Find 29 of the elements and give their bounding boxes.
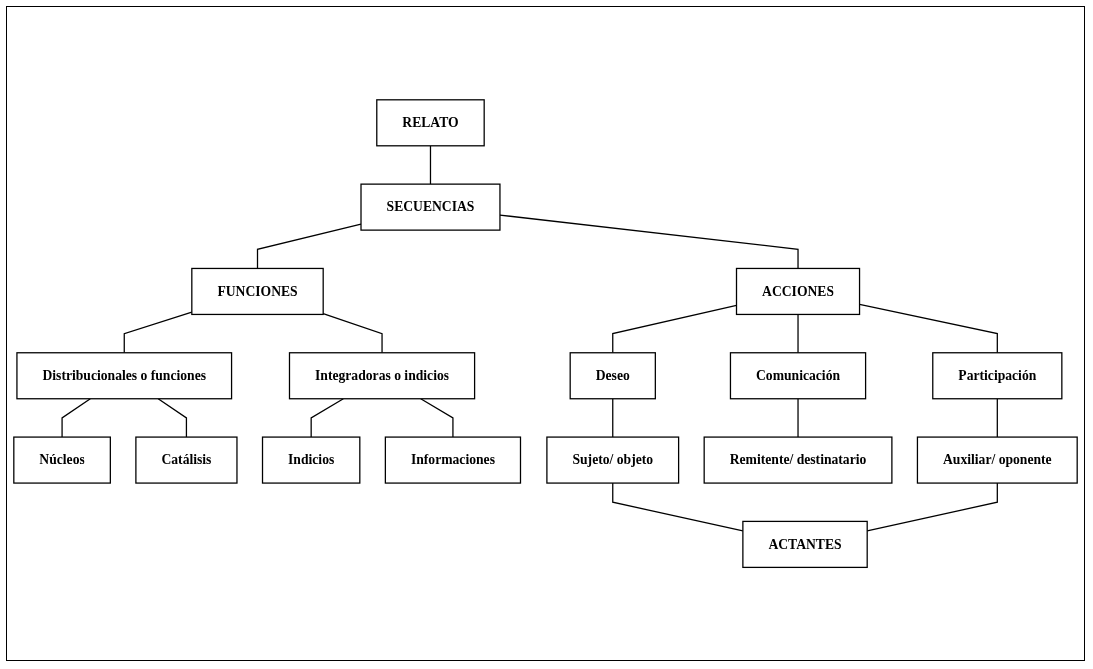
node-box: ACTANTES (742, 520, 868, 568)
connector (996, 398, 998, 438)
node-box: Distribucionales o funciones (16, 352, 233, 400)
connector (429, 145, 432, 185)
node-box: FUNCIONES (191, 267, 324, 315)
connector (797, 313, 799, 354)
connector (61, 398, 91, 438)
connector (157, 398, 188, 438)
node-box: Indicios (261, 436, 361, 484)
node-box: Comunicación (729, 352, 867, 400)
connector (322, 312, 383, 354)
node-box: Remitente/ destinatario (703, 436, 893, 484)
connector (420, 398, 454, 438)
node-box: Informaciones (384, 436, 522, 484)
node-box: Integradoras o indicios (288, 352, 476, 400)
connector (256, 223, 362, 269)
node-box: Participación (932, 352, 1063, 400)
node-box: RELATO (376, 99, 485, 147)
node-box: Auxiliar/ oponente (916, 436, 1078, 484)
node-box: SECUENCIAS (360, 183, 501, 231)
connector (612, 398, 614, 438)
connector (797, 398, 799, 438)
connector (499, 214, 799, 269)
node-box: Núcleos (13, 436, 111, 484)
node-box: Deseo (569, 352, 656, 400)
node-box: ACCIONES (735, 267, 861, 315)
connector (310, 398, 344, 438)
node-box: Sujeto/ objeto (546, 436, 680, 484)
node-box: Catálisis (135, 436, 238, 484)
